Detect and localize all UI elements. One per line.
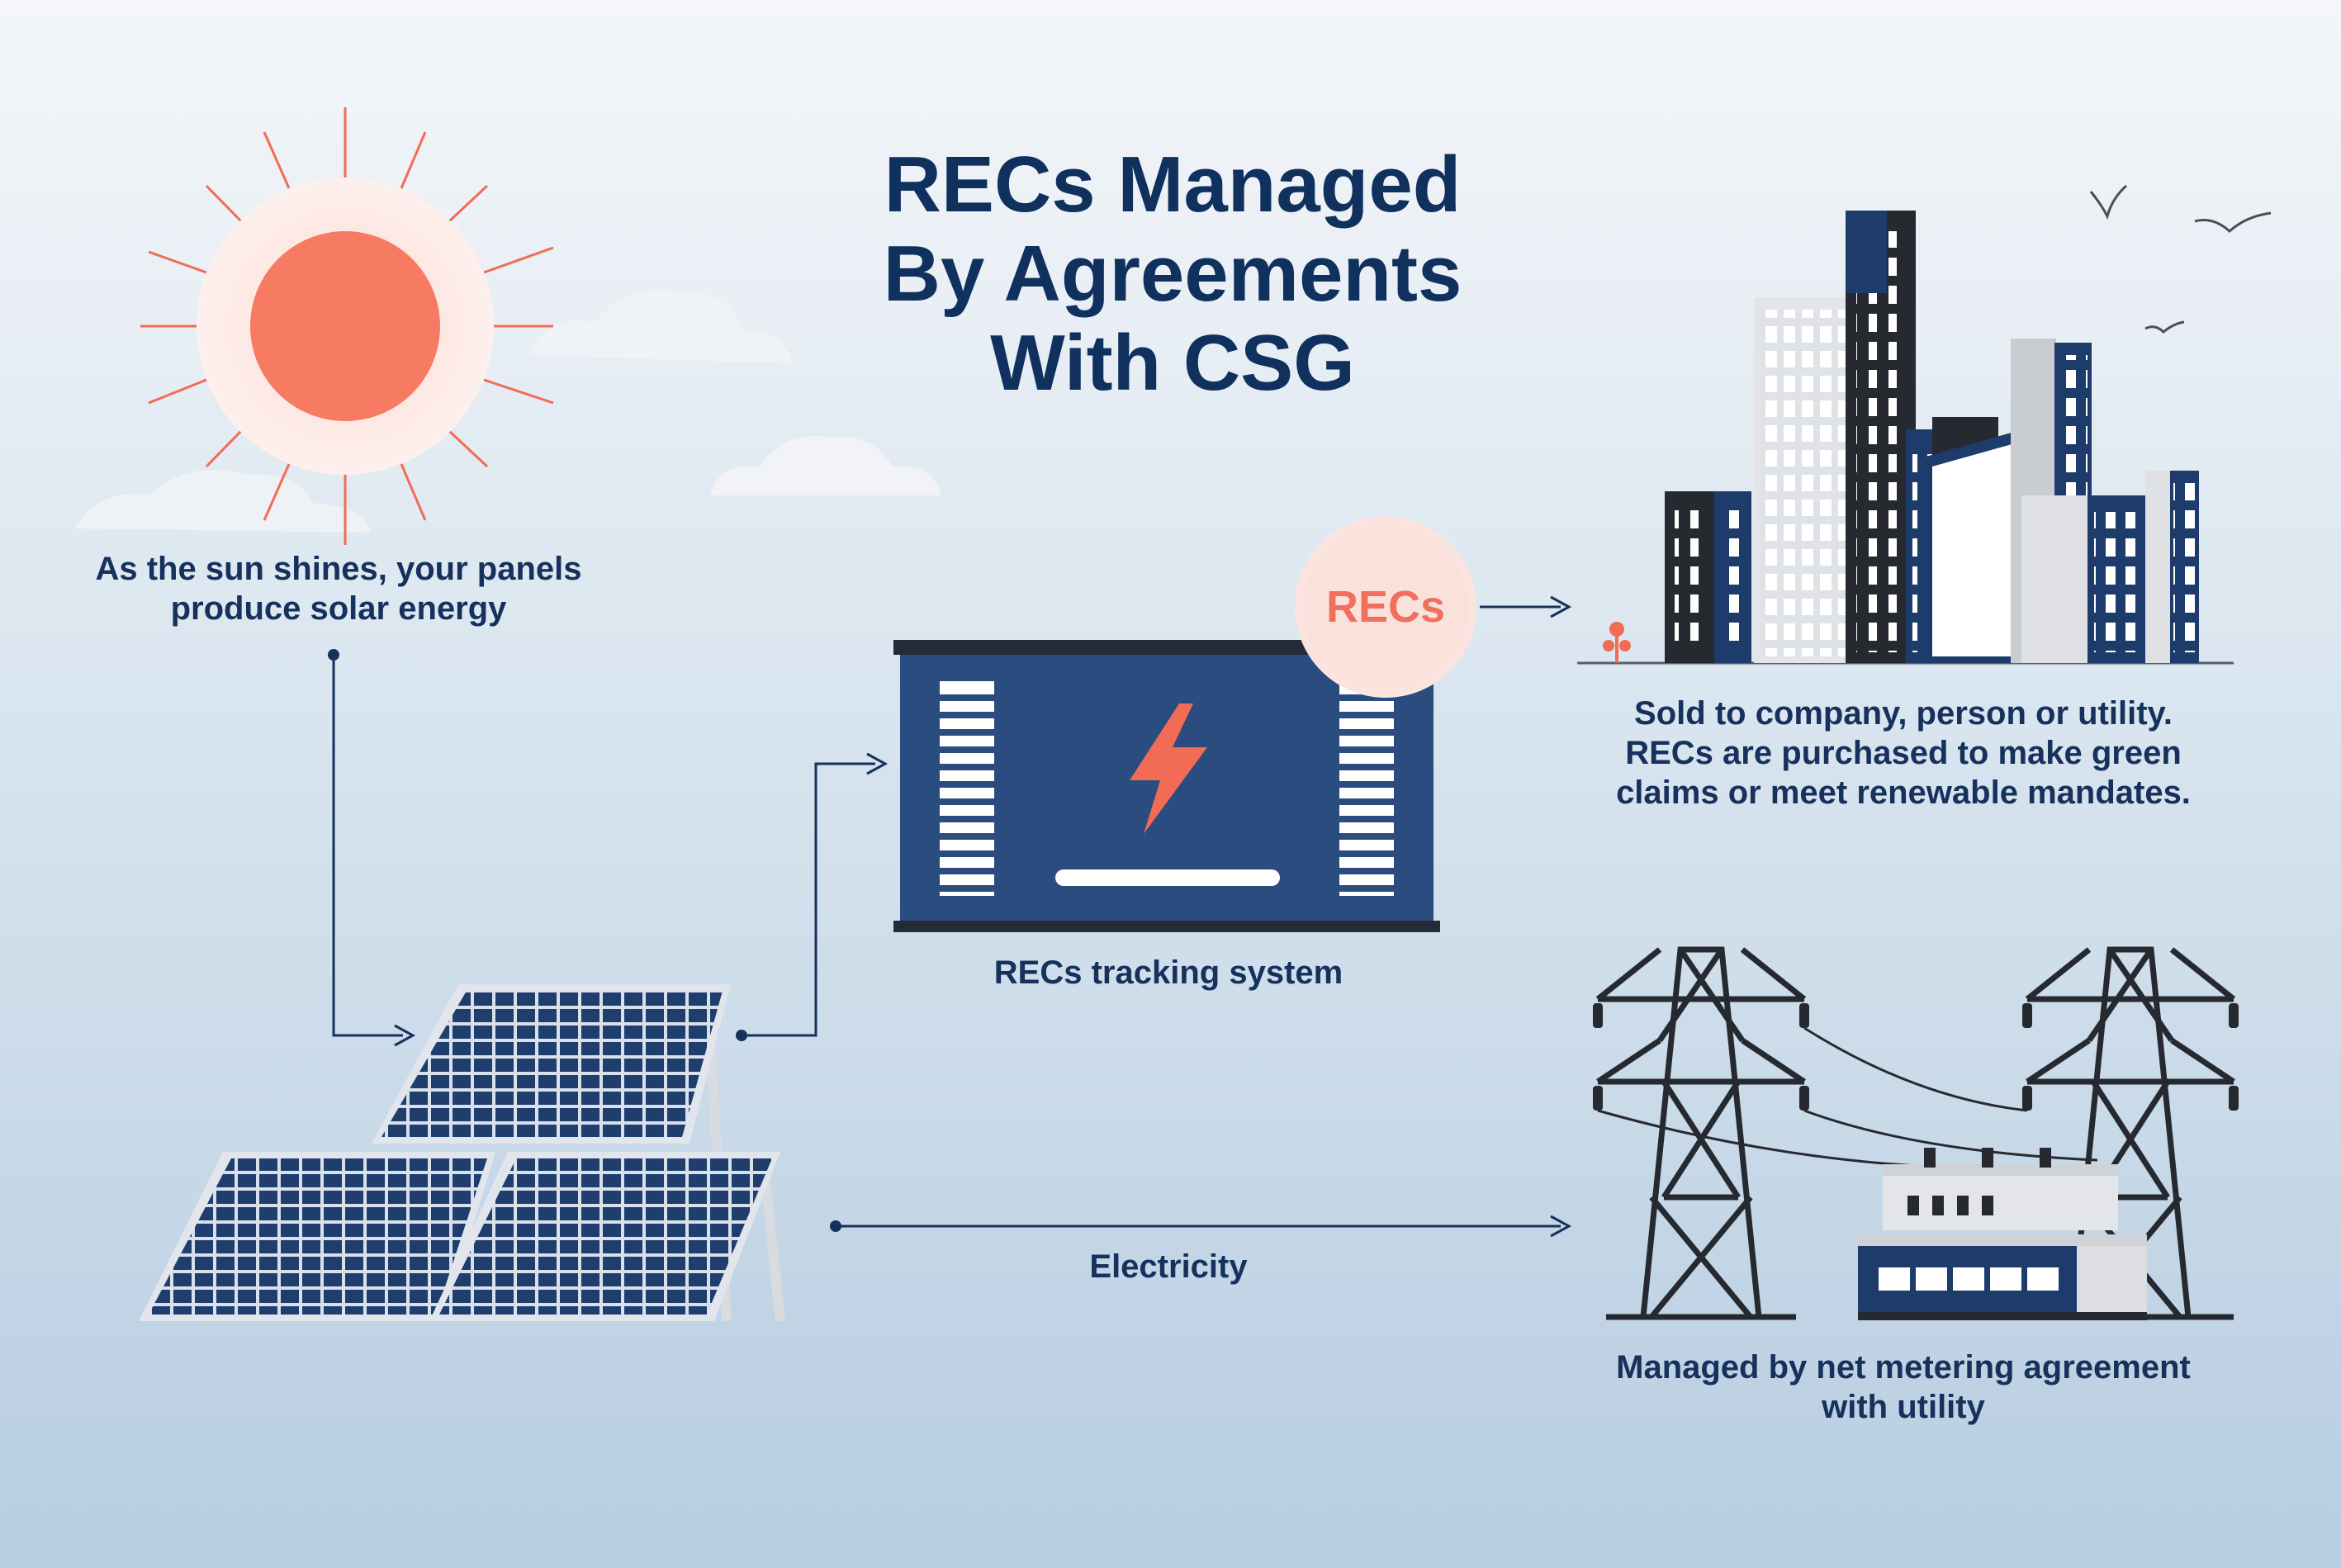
- sun-caption: As the sun shines, your panels produce s…: [50, 549, 628, 628]
- title-line: With CSG: [990, 319, 1355, 407]
- diagram-title: RECs Managed By Agreements With CSG: [743, 140, 1602, 408]
- connector-recs-to-city: [1480, 595, 1572, 618]
- caption-line: Managed by net metering agreement: [1616, 1349, 2191, 1386]
- caption-line: Sold to company, person or utility.: [1634, 695, 2173, 732]
- sun-icon: [140, 107, 554, 545]
- caption-line: with utility: [1822, 1389, 1985, 1425]
- caption-line: produce solar energy: [170, 590, 507, 627]
- power-tower-icon: [1595, 946, 2236, 1320]
- substation-icon: [1854, 1148, 2147, 1320]
- solar-panel-icon: [139, 984, 785, 1322]
- caption-line: RECs are purchased to make green: [1625, 735, 2182, 771]
- net-metering-caption: Managed by net metering agreement with u…: [1561, 1348, 2246, 1427]
- connector-dot: [736, 1030, 747, 1041]
- connector-dot: [328, 649, 339, 661]
- recs-badge-label: RECs: [1303, 524, 1468, 689]
- city-buildings-icon: [1577, 211, 2234, 665]
- recs-badge: RECs: [1295, 516, 1476, 698]
- cloud-icon: [74, 290, 941, 533]
- connector-dot: [830, 1220, 841, 1232]
- caption-line: As the sun shines, your panels: [95, 551, 582, 587]
- bird-icon: [2089, 184, 2272, 334]
- lightning-icon: [1130, 703, 1207, 834]
- connector-panels-to-tracking: [742, 752, 889, 1037]
- connector-electricity: [836, 1215, 1572, 1238]
- sold-caption: Sold to company, person or utility. RECs…: [1561, 694, 2246, 812]
- tracking-system-caption: RECs tracking system: [993, 955, 1343, 991]
- title-line: RECs Managed: [884, 140, 1462, 229]
- caption-line: claims or meet renewable mandates.: [1616, 775, 2191, 811]
- connector-sun-to-panels: [332, 655, 403, 1037]
- insulator-icon: [1593, 1003, 2239, 1111]
- title-line: By Agreements: [883, 230, 1462, 318]
- electricity-caption: Electricity: [1089, 1248, 1248, 1285]
- arrow-head: [394, 1024, 416, 1047]
